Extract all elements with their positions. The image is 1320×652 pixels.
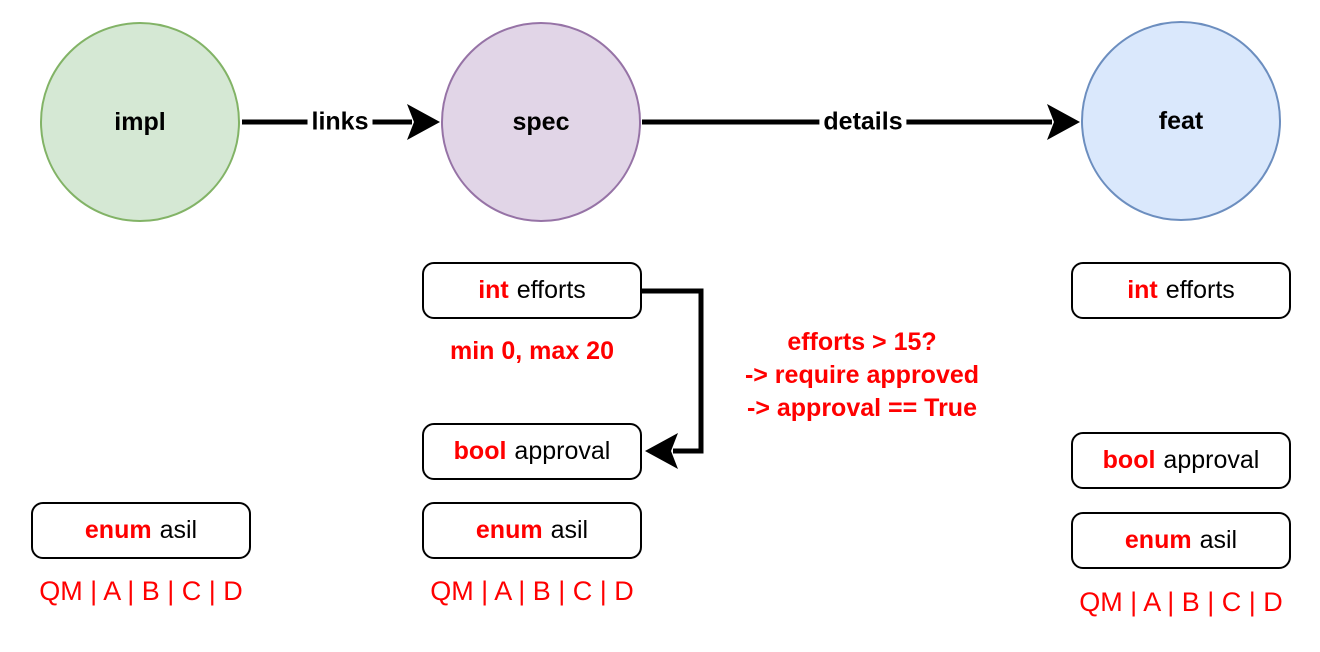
attr-type-label: enum — [84, 516, 152, 544]
enum-values-impl-asil: QM | A | B | C | D — [39, 576, 243, 606]
attr-box-spec-approval: bool approval — [422, 423, 642, 480]
attr-box-spec-efforts: int efforts — [422, 262, 642, 319]
attr-type-label: enum — [1124, 526, 1192, 554]
attr-name-label: approval — [514, 437, 611, 465]
attr-name-label: efforts — [1165, 276, 1235, 304]
node-feat: feat — [1081, 21, 1281, 221]
edge-details-label: details — [819, 107, 907, 137]
attr-type-label: int — [1127, 276, 1158, 304]
connector-efforts-approval-arrow — [642, 288, 704, 469]
attr-box-spec-asil: enum asil — [422, 502, 642, 559]
attr-type-label: bool — [1102, 446, 1156, 474]
rule-note: efforts > 15? -> require approved -> app… — [702, 326, 1022, 425]
attr-box-feat-efforts: int efforts — [1071, 262, 1291, 319]
attr-type-label: enum — [475, 516, 543, 544]
node-impl-label: impl — [114, 107, 166, 136]
enum-values-spec-asil: QM | A | B | C | D — [430, 576, 634, 606]
rule-note-line: -> approval == True — [747, 394, 977, 422]
node-impl: impl — [40, 22, 240, 222]
edge-links-label: links — [307, 107, 373, 137]
attr-type-label: bool — [453, 437, 507, 465]
rule-note-line: efforts > 15? — [787, 328, 937, 356]
rule-note-line: -> require approved — [744, 361, 980, 389]
attr-box-feat-approval: bool approval — [1071, 432, 1291, 489]
attr-name-label: approval — [1163, 446, 1260, 474]
node-feat-label: feat — [1158, 106, 1204, 135]
attr-name-label: asil — [159, 516, 198, 544]
enum-values-feat-asil: QM | A | B | C | D — [1079, 587, 1283, 617]
attr-type-label: int — [478, 276, 509, 304]
attr-box-feat-asil: enum asil — [1071, 512, 1291, 569]
attr-box-impl-asil: enum asil — [31, 502, 251, 559]
attr-name-label: asil — [550, 516, 589, 544]
node-spec-label: spec — [512, 107, 570, 136]
attr-name-label: asil — [1199, 526, 1238, 554]
constraint-spec-efforts: min 0, max 20 — [450, 337, 614, 365]
node-spec: spec — [441, 22, 641, 222]
attr-name-label: efforts — [516, 276, 586, 304]
